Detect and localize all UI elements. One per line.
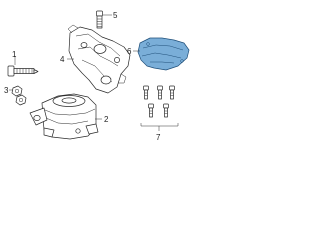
callout-6: 6	[127, 47, 132, 56]
leader-bracket-7	[140, 123, 179, 127]
callout-4: 4	[60, 55, 65, 64]
part-7-bolt-set[interactable]	[143, 85, 175, 118]
parts-diagram: 5 4 6 1 3	[4, 10, 190, 142]
callout-3: 3	[4, 86, 9, 95]
callout-2: 2	[104, 115, 109, 124]
callout-1: 1	[12, 50, 17, 59]
part-2-engine-mount[interactable]	[29, 93, 99, 140]
part-6-heat-shield[interactable]	[137, 37, 190, 71]
part-3-nuts[interactable]	[11, 85, 27, 106]
callout-7: 7	[156, 133, 161, 142]
part-5-bolt[interactable]	[96, 10, 103, 29]
part-4-mount-bracket[interactable]	[67, 24, 131, 94]
part-1-through-bolt[interactable]	[7, 65, 39, 77]
callout-5: 5	[113, 11, 118, 20]
